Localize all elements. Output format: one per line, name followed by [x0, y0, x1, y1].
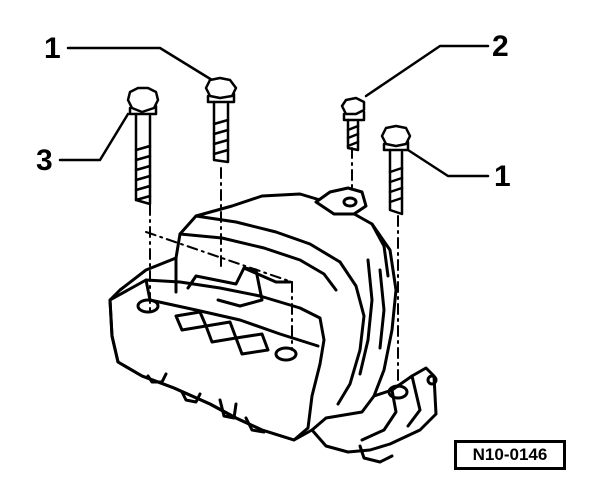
callout-1-right: 1 — [494, 160, 511, 193]
mount-body — [108, 186, 438, 464]
bolt-2 — [340, 96, 366, 152]
leader-2 — [364, 44, 490, 98]
leader-1-right — [406, 148, 490, 178]
callout-1-top: 1 — [44, 32, 61, 65]
bolt-1-top — [204, 76, 238, 164]
reference-code-label: N10-0146 — [454, 440, 566, 470]
leader-3 — [58, 112, 130, 162]
callout-2: 2 — [492, 30, 509, 63]
leader-1-top — [66, 46, 214, 82]
bolt-3 — [126, 86, 160, 206]
leader-lines — [58, 44, 490, 178]
bolt-1-right — [380, 124, 412, 216]
callout-3: 3 — [36, 144, 53, 177]
center-lines — [145, 147, 399, 393]
